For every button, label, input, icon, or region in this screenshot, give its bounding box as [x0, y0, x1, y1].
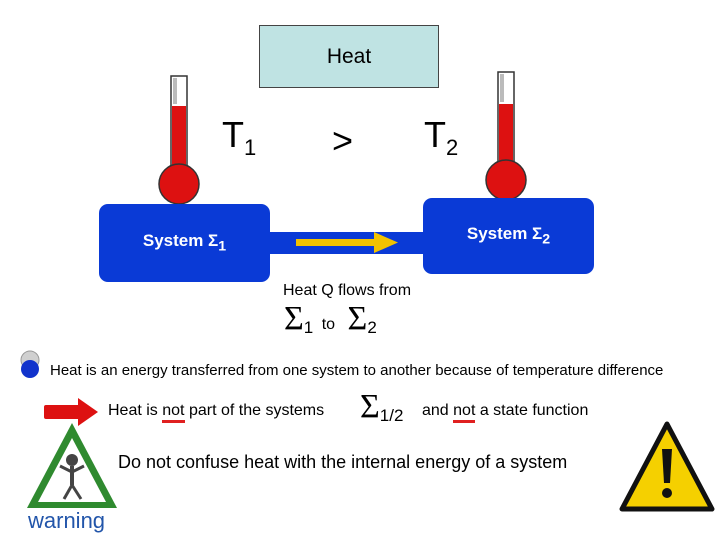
red-arrow-icon	[44, 398, 98, 426]
title-box: Heat	[259, 25, 439, 88]
flow-caption: Heat Q flows from	[283, 282, 412, 299]
system-2-label: System Σ2	[466, 224, 551, 248]
sigma-12: Σ1/2	[360, 388, 404, 426]
state-function-text: and not a state function	[422, 402, 588, 423]
thermometer-icon	[485, 71, 527, 201]
title-text: Heat	[326, 44, 372, 68]
greater-than-operator: >	[332, 120, 354, 161]
bullet-icon	[20, 350, 40, 378]
caution-text: Do not confuse heat with the internal en…	[118, 452, 568, 472]
definition-text: Heat is an energy transferred from one s…	[50, 362, 664, 379]
temperature-t1: T1	[222, 114, 257, 161]
flow-sigma-line: Σ1 to Σ2	[284, 300, 377, 338]
warning-figure-icon	[27, 423, 117, 508]
system-1-label: System Σ1	[142, 231, 227, 255]
not-part-text: Heat is not part of the systems	[108, 402, 324, 423]
temperature-t2: T2	[424, 114, 459, 161]
thermometer-icon	[158, 75, 200, 205]
warning-label: warning	[28, 508, 106, 533]
system-2-box: System Σ2	[423, 198, 594, 274]
system-1-box: System Σ1	[99, 204, 270, 282]
flow-arrow-icon	[296, 232, 398, 253]
exclamation-warning-icon	[619, 421, 715, 512]
